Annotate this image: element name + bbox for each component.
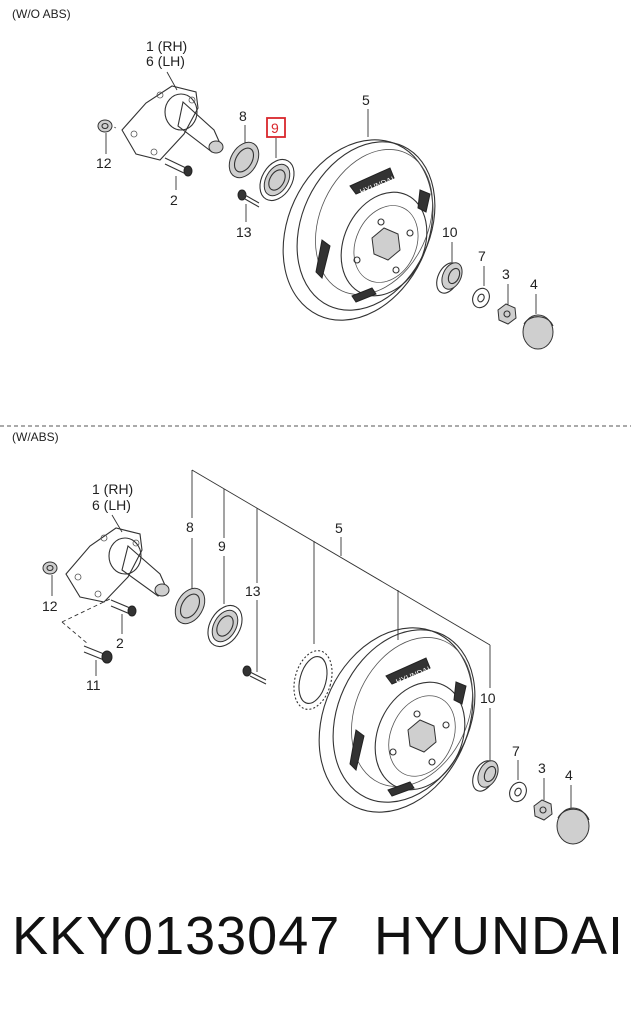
hub-cap-4[interactable] bbox=[522, 314, 554, 350]
screw-13[interactable] bbox=[237, 189, 260, 208]
part-label-13[interactable]: 13 bbox=[236, 224, 252, 240]
washer-7[interactable] bbox=[470, 286, 493, 311]
part-label-2-abs[interactable]: 2 bbox=[116, 635, 124, 651]
abs-tone-ring[interactable] bbox=[288, 646, 338, 713]
screw-13-abs[interactable] bbox=[242, 665, 267, 685]
bearing-10-abs[interactable] bbox=[468, 757, 502, 794]
part-label-6[interactable]: 6 (LH) bbox=[146, 53, 185, 69]
part-label-11-abs[interactable]: 11 bbox=[86, 677, 101, 693]
washer-7-abs[interactable] bbox=[507, 780, 530, 805]
part-label-3-abs[interactable]: 3 bbox=[538, 760, 546, 776]
part-label-8-abs[interactable]: 8 bbox=[186, 519, 194, 535]
footer-brand: HYUNDAI bbox=[374, 906, 625, 966]
svg-text:1 (RH): 1 (RH) bbox=[146, 38, 187, 54]
knuckle-spindle-1-6-abs[interactable] bbox=[65, 527, 170, 603]
part-label-10-abs[interactable]: 10 bbox=[480, 690, 496, 706]
part-label-4[interactable]: 4 bbox=[530, 276, 538, 292]
bearing-10[interactable] bbox=[432, 259, 466, 296]
nut-3[interactable] bbox=[497, 303, 517, 325]
hub-cap-4-abs[interactable] bbox=[556, 807, 590, 845]
part-label-3[interactable]: 3 bbox=[502, 266, 510, 282]
part-label-5[interactable]: 5 bbox=[362, 92, 370, 108]
nut-12-abs[interactable] bbox=[42, 561, 58, 575]
part-label-9[interactable]: 9 bbox=[271, 120, 279, 136]
bolt-2-abs[interactable] bbox=[110, 599, 137, 617]
part-label-1[interactable]: 1 (RH) bbox=[146, 38, 187, 54]
section-header-w-abs: (W/ABS) bbox=[12, 430, 59, 444]
bearing-9-abs[interactable] bbox=[201, 599, 249, 652]
brake-drum-5-abs[interactable]: HYUNDAI bbox=[290, 603, 502, 838]
part-label-4-abs[interactable]: 4 bbox=[565, 767, 573, 783]
part-label-7-abs[interactable]: 7 bbox=[512, 743, 520, 759]
knuckle-spindle-1-6[interactable] bbox=[107, 85, 224, 161]
nut-3-abs[interactable] bbox=[533, 799, 553, 821]
footer-part-number: KKY0133047 bbox=[12, 906, 341, 966]
svg-text:6 (LH): 6 (LH) bbox=[146, 53, 185, 69]
nut-12[interactable] bbox=[97, 119, 113, 133]
part-label-6-abs[interactable]: 6 (LH) bbox=[92, 497, 131, 513]
part-label-13-abs[interactable]: 13 bbox=[245, 583, 261, 599]
bolt-2[interactable] bbox=[164, 157, 193, 177]
part-label-12[interactable]: 12 bbox=[96, 155, 112, 171]
part-label-7[interactable]: 7 bbox=[478, 248, 486, 264]
part-label-12-abs[interactable]: 12 bbox=[42, 598, 58, 614]
oil-seal-8-abs[interactable] bbox=[169, 583, 211, 629]
part-label-9-abs[interactable]: 9 bbox=[218, 538, 226, 554]
bolt-11-abs[interactable] bbox=[83, 645, 113, 664]
part-label-1-abs[interactable]: 1 (RH) bbox=[92, 481, 133, 497]
bearing-9[interactable] bbox=[253, 153, 301, 206]
part-label-5-abs[interactable]: 5 bbox=[335, 520, 343, 536]
brake-drum-5[interactable]: HYUNDAI bbox=[255, 115, 461, 345]
oil-seal-8[interactable] bbox=[223, 137, 265, 183]
part-label-10[interactable]: 10 bbox=[442, 224, 458, 240]
highlight-box-part-9 bbox=[266, 117, 286, 138]
part-label-8[interactable]: 8 bbox=[239, 108, 247, 124]
section-header-wo-abs: (W/O ABS) bbox=[12, 7, 71, 21]
leader-lines-w-abs bbox=[51, 469, 572, 808]
part-label-2[interactable]: 2 bbox=[170, 192, 178, 208]
